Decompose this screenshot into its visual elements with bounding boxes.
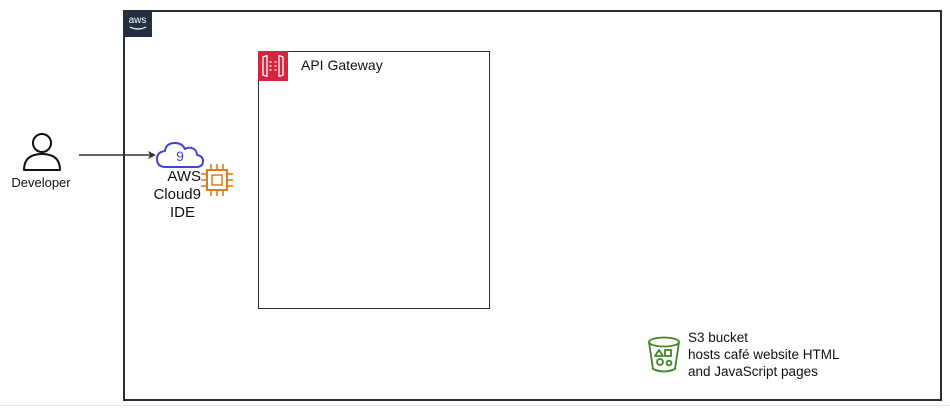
s3-bucket-icon (648, 336, 680, 373)
svg-text:9: 9 (176, 148, 184, 164)
api-gateway-group (258, 51, 490, 309)
api-gateway-label: API Gateway (301, 57, 383, 73)
user-icon (23, 133, 61, 171)
cloud9-label-line: AWS (167, 168, 201, 185)
aws-logo-icon: aws (123, 10, 152, 37)
cloud9-icon: 9 (156, 142, 204, 168)
s3-label-line: S3 bucket (688, 330, 749, 345)
api-gateway-glyph-icon (262, 55, 284, 77)
s3-label-line: hosts café website HTML (688, 347, 840, 362)
s3-label-line: and JavaScript pages (688, 364, 818, 379)
s3-label: S3 bucket hosts café website HTML and Ja… (688, 329, 840, 380)
aws-smile-icon (129, 26, 146, 30)
api-gateway-icon (258, 51, 288, 81)
cloud9-label-line: IDE (169, 204, 195, 221)
bottom-divider (0, 405, 950, 406)
ec2-instance-icon (201, 164, 233, 196)
aws-logo-text: aws (128, 15, 147, 26)
cloud9-label: AWS Cloud9 IDE (139, 168, 201, 222)
cloud9-label-line: Cloud9 (153, 186, 201, 203)
developer-label: Developer (11, 175, 71, 190)
aws-cloud-group (123, 10, 942, 401)
connection-arrow (79, 151, 156, 159)
